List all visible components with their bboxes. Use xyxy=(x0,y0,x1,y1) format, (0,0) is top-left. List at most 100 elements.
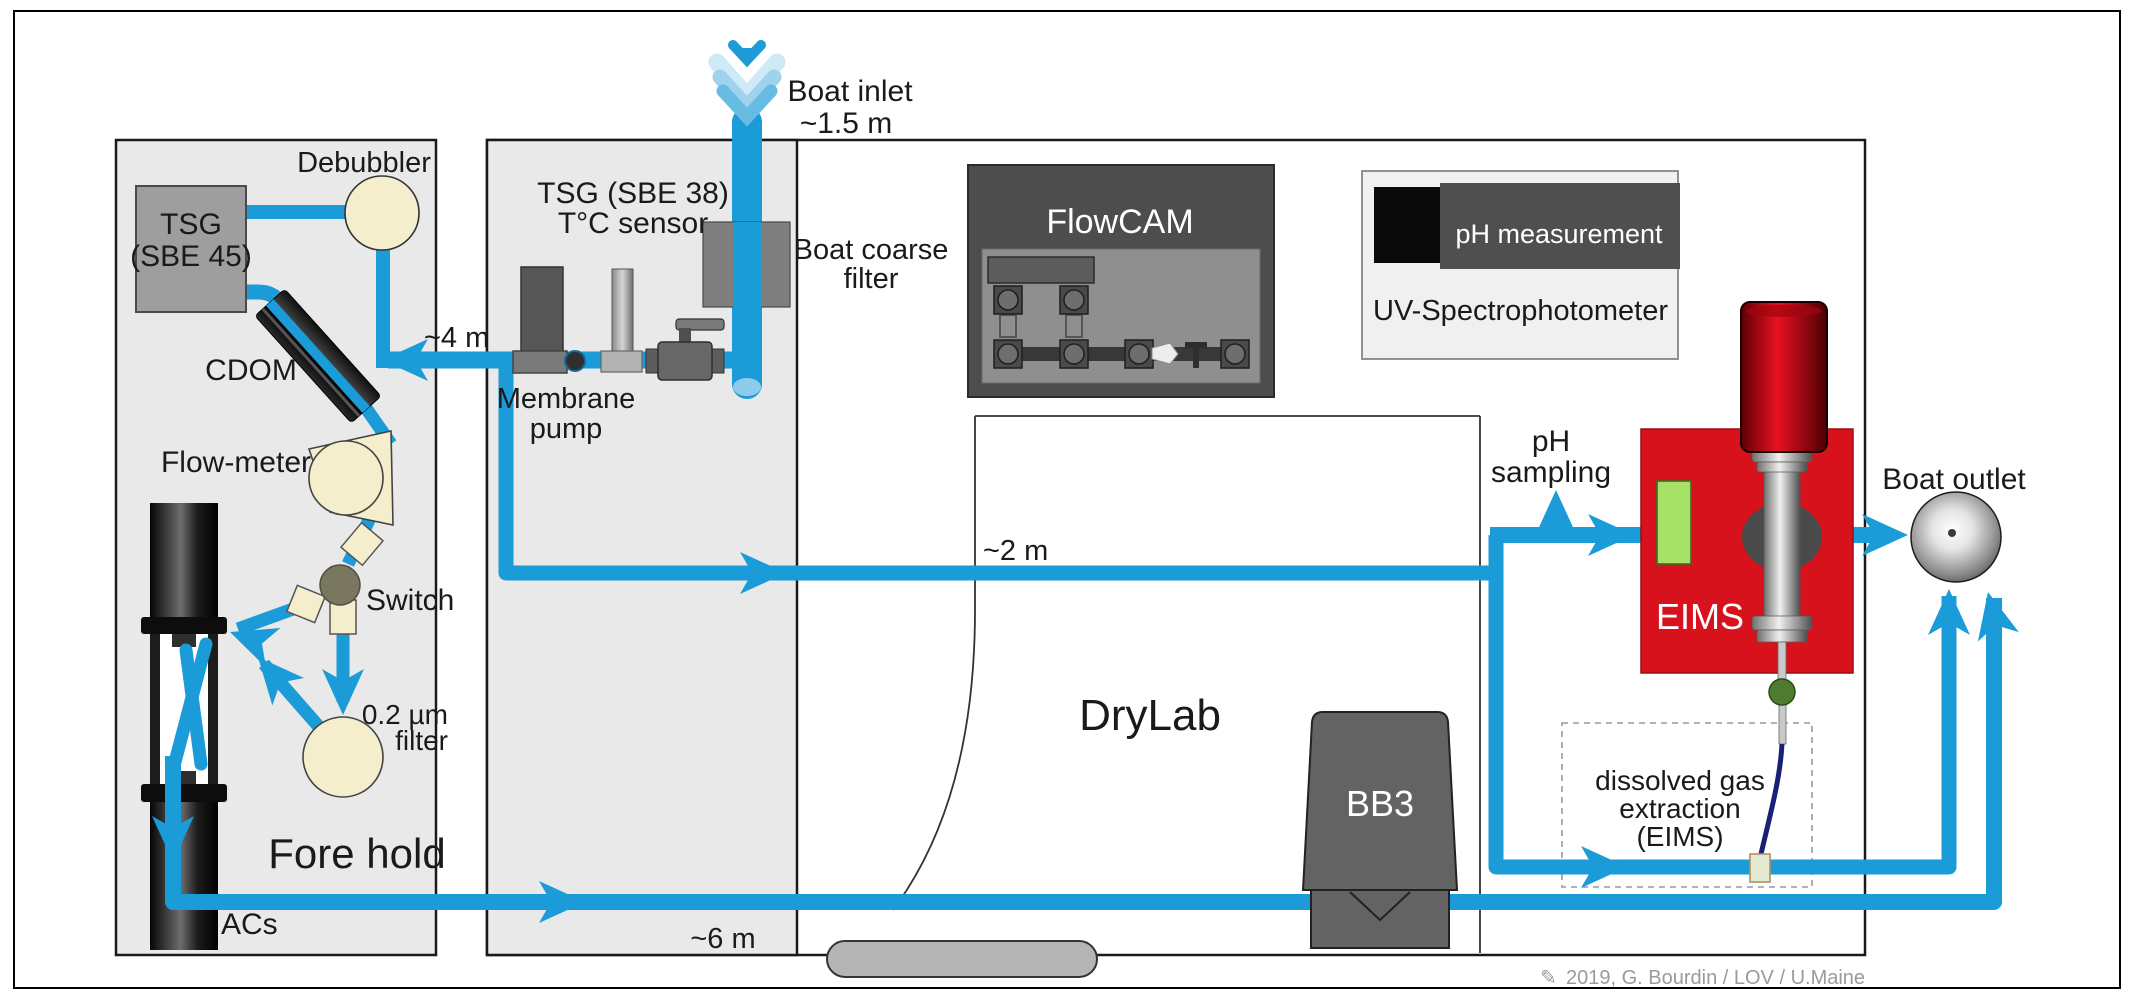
acs-bottom-collar xyxy=(141,784,227,802)
accumulator-cylinder xyxy=(611,268,634,352)
label-boat-outlet: Boat outlet xyxy=(1882,463,2026,496)
credit-text: 2019, G. Bourdin / LOV / U.Maine xyxy=(1566,967,1865,989)
label-flow-meter: Flow-meter xyxy=(161,446,311,479)
eims-inline-connector xyxy=(1749,853,1771,883)
uv-spectrophotometer-unit xyxy=(1361,170,1680,360)
label-fore-hold: Fore hold xyxy=(268,830,445,877)
eims-flange-top2 xyxy=(1756,461,1808,473)
label-uv-spectrophotometer: UV-Spectrophotometer xyxy=(1373,295,1668,327)
eims-red-cylinder-cap xyxy=(1746,305,1822,317)
eims-rod-lower xyxy=(1778,703,1787,745)
label-filter-02um: 0.2 µm xyxy=(362,699,448,730)
pipe-fitting-ball xyxy=(564,350,586,372)
door-arc xyxy=(892,416,976,911)
label-acs: ACs xyxy=(221,908,278,941)
label-switch: Switch xyxy=(366,584,454,617)
ph-measurement-band xyxy=(1440,183,1680,269)
flowcam-display xyxy=(987,256,1095,284)
label-debubbler: Debubbler xyxy=(297,147,431,179)
cdom-sheen xyxy=(261,307,361,417)
label-ph: pH xyxy=(1532,425,1570,458)
boat-outlet-sphere xyxy=(1910,491,2002,583)
drylab-inner-walls xyxy=(892,415,1481,953)
acs-internal-tubes xyxy=(168,637,213,771)
eims-instrument xyxy=(1640,301,1854,883)
label-dge-2: extraction xyxy=(1619,793,1740,824)
acs-instrument xyxy=(141,503,227,950)
switch-valve xyxy=(285,521,385,635)
switch-port-down xyxy=(329,599,357,635)
acs-top-collar xyxy=(141,617,227,634)
eims-green-panel xyxy=(1656,480,1692,565)
membrane-pump-assembly xyxy=(512,266,725,381)
dissolved-gas-extraction-zone xyxy=(1561,722,1813,888)
label-tsg45: TSG xyxy=(160,208,222,241)
label-tsg45-model: (SBE 45) xyxy=(130,240,252,273)
label-flowcam: FlowCAM xyxy=(1046,203,1193,241)
inlet-pipe-below-filter xyxy=(733,307,761,387)
label-2m: ~2 m xyxy=(983,535,1048,567)
eims-red-cylinder xyxy=(1740,301,1828,453)
tsg-sbe45-box xyxy=(135,185,247,313)
bb3-body xyxy=(1301,711,1459,891)
bb3-pedestal-notch xyxy=(1349,891,1411,922)
acs-top-section xyxy=(150,503,218,619)
label-ph-measurement: pH measurement xyxy=(1455,219,1663,249)
diagram-labels: Boat inlet ~1.5 m TSG (SBE 38) T°C senso… xyxy=(130,75,2026,989)
flowcam-flow-cell xyxy=(1151,342,1179,365)
eims-equilibrator-tube xyxy=(1763,449,1801,637)
pipe-dissolved-gas-line xyxy=(1488,535,1957,875)
flow-meter-device xyxy=(307,430,394,526)
credit-pen-icon: ✎ xyxy=(1540,967,1557,989)
cdom-sensor xyxy=(256,290,380,422)
label-filter-02um-2: filter xyxy=(395,725,448,756)
bb3-pedestal xyxy=(1310,889,1450,949)
label-pump: pump xyxy=(530,413,603,445)
label-bb3: BB3 xyxy=(1346,783,1414,824)
eims-flange-bottom2 xyxy=(1756,629,1808,643)
spectro-black-module xyxy=(1374,187,1440,263)
eims-rod-upper xyxy=(1777,641,1787,681)
label-boat-coarse: Boat coarse xyxy=(794,234,949,266)
switch-ball xyxy=(319,564,361,606)
label-tsg38: TSG (SBE 38) xyxy=(537,177,729,210)
label-drylab: DryLab xyxy=(1079,691,1221,740)
label-4m: ~4 m xyxy=(424,322,489,354)
label-dge-3: (EIMS) xyxy=(1636,821,1723,852)
inlet-pipe-open-end xyxy=(733,378,761,396)
accumulator-base xyxy=(600,350,643,373)
switch-port-up xyxy=(339,521,385,567)
eims-green-valve-ball xyxy=(1768,678,1796,706)
flowcam-tube-bar xyxy=(998,347,1246,361)
flowcam-stage-blocks xyxy=(993,285,1250,369)
label-boat-inlet: Boat inlet xyxy=(787,75,913,108)
inlet-pipe-through-filter xyxy=(733,222,761,307)
switch-port-left xyxy=(285,584,327,624)
label-membrane: Membrane xyxy=(497,383,636,415)
floor-capsule xyxy=(826,940,1098,978)
label-sampling: sampling xyxy=(1491,456,1611,489)
label-eims: EIMS xyxy=(1656,596,1744,637)
filter-02um-device xyxy=(302,716,384,798)
eims-flange-bottom xyxy=(1751,615,1813,631)
label-6m: ~6 m xyxy=(690,923,755,955)
label-boat-coarse-filter: filter xyxy=(844,263,899,295)
label-dge-1: dissolved gas xyxy=(1595,765,1765,796)
valve-body xyxy=(657,341,713,381)
pipe-2m-run xyxy=(498,365,1496,581)
label-cdom: CDOM xyxy=(205,354,297,387)
pump-base xyxy=(512,350,568,374)
flowcam-instrument xyxy=(967,164,1275,398)
acs-window-rail-left xyxy=(150,634,160,784)
label-tsg38-sensor: T°C sensor xyxy=(558,207,708,240)
label-boat-inlet-depth: ~1.5 m xyxy=(800,107,893,140)
pump-block xyxy=(520,266,564,354)
acs-window-cap-top xyxy=(172,634,196,647)
bb3-instrument xyxy=(1301,711,1459,949)
cdom-flow-stripe xyxy=(266,299,370,413)
eims-capillary-tube xyxy=(1758,743,1785,855)
valve-handle xyxy=(675,318,725,331)
boat-inlet-chevron-icon xyxy=(708,40,786,127)
